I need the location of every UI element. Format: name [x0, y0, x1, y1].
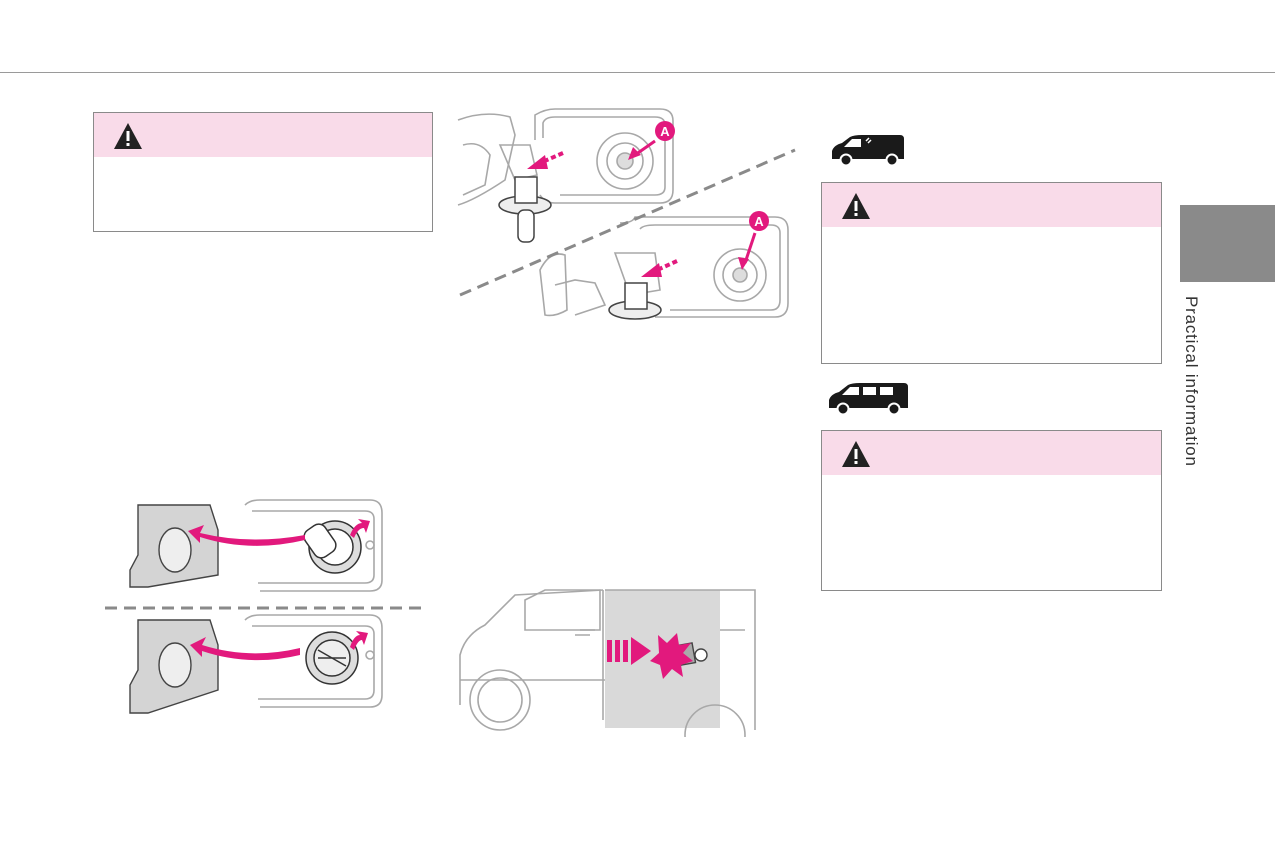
svg-text:A: A [754, 214, 764, 229]
section-tab[interactable] [1180, 205, 1275, 282]
marker-a-lower: A [749, 211, 769, 231]
header-rule [0, 72, 1275, 73]
warning-triangle-icon [842, 193, 870, 219]
svg-text:A: A [660, 124, 670, 139]
fuel-cap-key-illustration: A A [457, 108, 796, 320]
van-passenger-icon [829, 383, 908, 416]
van-door-flap-illustration [459, 589, 756, 737]
warning-header [94, 113, 432, 157]
warning-header [822, 431, 1161, 475]
warning-triangle-icon [842, 441, 870, 467]
warning-header [822, 183, 1161, 227]
warning-box-3 [821, 430, 1162, 591]
warning-box-2 [821, 182, 1162, 364]
section-tab-label: Practical information [1182, 296, 1201, 467]
marker-a-upper: A [655, 121, 675, 141]
fuel-flap-open-illustration [105, 499, 422, 714]
warning-box-1 [93, 112, 433, 232]
warning-triangle-icon [114, 123, 142, 149]
van-panel-icon [832, 135, 904, 167]
